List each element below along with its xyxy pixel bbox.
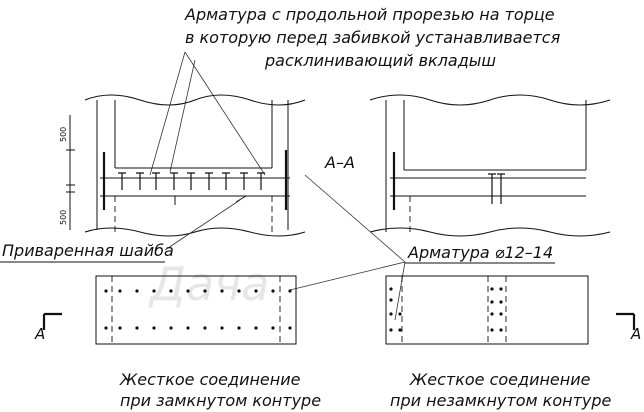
cut-marker-left: А xyxy=(34,312,62,343)
cut-marker-right-label: А xyxy=(630,325,641,343)
rebar-spec-label: Арматура ⌀12–14 xyxy=(407,243,553,262)
dimension-500: 500 500 xyxy=(59,115,75,230)
section-mark: А–А xyxy=(324,153,355,172)
note-leaders xyxy=(149,51,266,176)
dim-bottom: 500 xyxy=(59,210,68,225)
watermark: Дача xyxy=(148,257,270,311)
left-wall-section xyxy=(84,94,306,237)
welded-washer-label: Приваренная шайба xyxy=(2,241,174,260)
right-wall-section xyxy=(369,94,611,237)
caption-right-line-2: при незамкнутом контуре xyxy=(390,391,612,410)
dim-top: 500 xyxy=(59,127,68,142)
reinforcement-note: Арматура с продольной прорезью на торце … xyxy=(184,5,561,70)
reinforcement-note-line-1: Арматура с продольной прорезью на торце xyxy=(184,5,555,24)
right-plan xyxy=(385,275,589,345)
cut-marker-left-label: А xyxy=(34,325,45,343)
caption-left-line-1: Жесткое соединение xyxy=(119,370,301,389)
reinforcement-note-line-3: расклинивающий вкладыш xyxy=(264,51,496,70)
cut-marker-right: А xyxy=(616,312,641,343)
caption-left-line-2: при замкнутом контуре xyxy=(120,391,321,410)
crossing-leaders xyxy=(164,174,406,321)
left-plan xyxy=(95,275,297,345)
reinforcement-note-line-2: в которую перед забивкой устанавливается xyxy=(185,28,561,47)
caption-right-line-1: Жесткое соединение xyxy=(409,370,591,389)
